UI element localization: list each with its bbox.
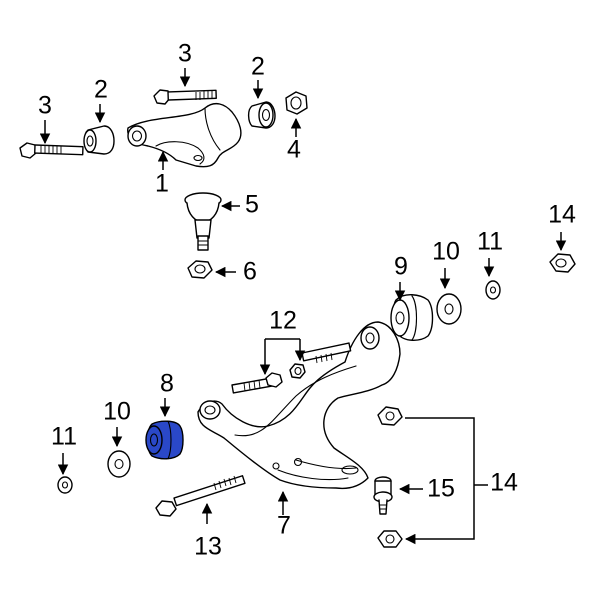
upper-ball-joint[interactable]	[184, 192, 222, 251]
upper-arm-bushing-left[interactable]	[83, 125, 115, 155]
callout-4: 4	[287, 136, 301, 164]
callout-11: 11	[51, 423, 77, 451]
upper-arm-nut[interactable]	[285, 91, 308, 115]
lock-nut-bottom[interactable]	[377, 530, 403, 548]
callout-2: 2	[94, 76, 108, 104]
leader-lines	[39, 68, 567, 545]
upper-control-arm[interactable]	[127, 102, 242, 168]
lower-arm-long-bolt[interactable]	[155, 475, 246, 517]
washer-right[interactable]	[436, 293, 462, 325]
ball-joint-nut[interactable]	[187, 260, 213, 279]
upper-arm-bolt-left[interactable]	[19, 142, 84, 159]
callout-labels: 3 2 2 3 4 1 5 6 14 11 10 9 12 8 10 11 15…	[38, 40, 576, 561]
callout-3: 3	[38, 92, 52, 120]
callout-6: 6	[243, 258, 257, 286]
callout-12: 12	[269, 307, 297, 335]
callout-13: 13	[194, 533, 222, 561]
small-washer-right[interactable]	[485, 280, 501, 300]
callout-1: 1	[155, 170, 169, 198]
callout-3: 3	[178, 40, 192, 68]
callout-7: 7	[277, 512, 291, 540]
lower-arm-front-bushing[interactable]	[145, 420, 184, 460]
lower-ball-joint[interactable]	[373, 476, 393, 515]
callout-14: 14	[548, 201, 576, 229]
callout-10: 10	[432, 238, 460, 266]
callout-11: 11	[477, 228, 503, 256]
callout-2: 2	[251, 53, 265, 81]
lower-arm-nut-pair[interactable]	[289, 342, 352, 379]
callout-5: 5	[245, 191, 259, 219]
lower-arm-bolt[interactable]	[231, 372, 283, 394]
small-washer-left[interactable]	[57, 476, 73, 494]
lock-nut-middle[interactable]	[377, 406, 403, 426]
callout-9: 9	[394, 253, 408, 281]
callout-10: 10	[103, 398, 131, 426]
washer-left[interactable]	[107, 450, 131, 478]
lock-nut-top[interactable]	[549, 253, 576, 273]
lower-arm-rear-bushing[interactable]	[390, 294, 434, 341]
upper-arm-bushing-right[interactable]	[247, 101, 276, 129]
callout-8: 8	[160, 370, 174, 398]
upper-arm-bolt-top[interactable]	[153, 89, 217, 105]
callout-15: 15	[427, 475, 455, 503]
callout-14: 14	[490, 469, 518, 497]
lower-control-arm[interactable]	[197, 321, 401, 490]
